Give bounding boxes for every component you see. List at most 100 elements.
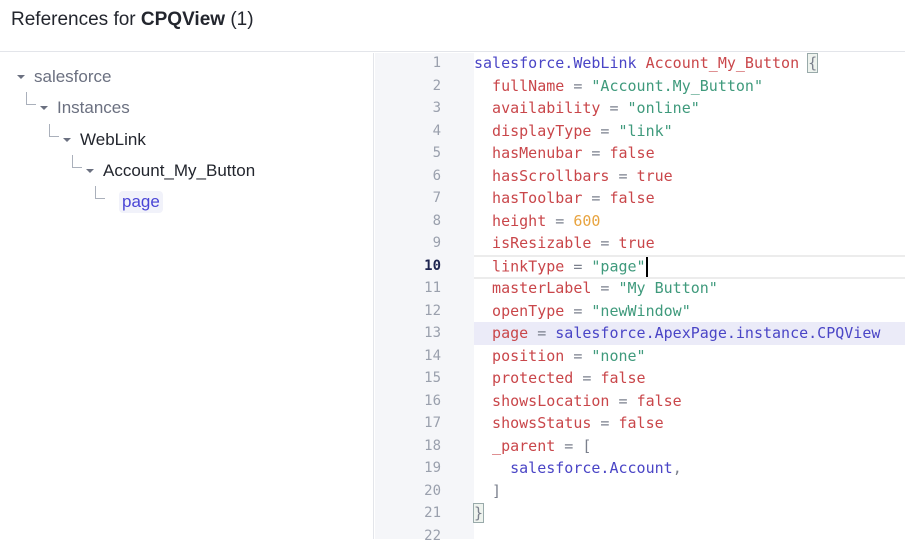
code-token-op: = — [564, 77, 591, 95]
code-text: fullName = "Account.My_Button" — [474, 75, 763, 98]
tree-node-salesforce[interactable]: salesforce — [17, 65, 111, 89]
tree-connector — [72, 155, 82, 168]
code-line[interactable]: 13 page = salesforce.ApexPage.instance.C… — [375, 322, 905, 345]
code-token-op: = — [555, 437, 582, 455]
code-text: protected = false — [474, 367, 646, 390]
code-line[interactable]: 19 salesforce.Account, — [375, 457, 905, 480]
code-token-bool: false — [619, 414, 664, 432]
code-line[interactable]: 22 — [375, 525, 905, 547]
code-token-prop: showsStatus — [474, 414, 591, 432]
tree-node-label: WebLink — [80, 130, 146, 150]
code-token-op: = — [564, 257, 591, 275]
code-token-prop: page — [474, 324, 528, 342]
code-text: height = 600 — [474, 210, 600, 233]
line-number: 2 — [375, 75, 441, 98]
code-token-prop: linkType — [474, 257, 564, 275]
code-line[interactable]: 7 hasToolbar = false — [375, 187, 905, 210]
code-text: } — [474, 502, 483, 525]
code-token-str: "newWindow" — [591, 302, 690, 320]
caret-down-icon[interactable] — [17, 75, 25, 79]
code-line[interactable]: 15 protected = false — [375, 367, 905, 390]
reference-count: (1) — [230, 9, 253, 30]
code-line[interactable]: 12 openType = "newWindow" — [375, 300, 905, 323]
line-number: 21 — [375, 502, 441, 525]
code-text: openType = "newWindow" — [474, 300, 691, 323]
code-token-op: = — [600, 99, 627, 117]
code-token-op: = — [528, 324, 555, 342]
code-line[interactable]: 4 displayType = "link" — [375, 120, 905, 143]
code-token-prop: isResizable — [474, 234, 591, 252]
tree-node-account-my-button[interactable]: Account_My_Button — [86, 159, 255, 183]
tree-node-weblink[interactable]: WebLink — [63, 128, 146, 152]
code-line[interactable]: 8 height = 600 — [375, 210, 905, 233]
code-token-op: = — [609, 392, 636, 410]
code-token-str: "link" — [619, 122, 673, 140]
code-token-prop: availability — [474, 99, 600, 117]
code-line[interactable]: 9 isResizable = true — [375, 232, 905, 255]
code-token-op: = — [564, 302, 591, 320]
code-line[interactable]: 14 position = "none" — [375, 345, 905, 368]
code-text: salesforce.Account, — [474, 457, 682, 480]
code-line[interactable]: 17 showsStatus = false — [375, 412, 905, 435]
caret-down-icon[interactable] — [63, 138, 71, 142]
code-text: salesforce.WebLink Account_My_Button { — [474, 52, 817, 75]
line-number: 12 — [375, 300, 441, 323]
caret-down-icon[interactable] — [40, 106, 48, 110]
tree-node-label: page — [119, 191, 163, 213]
code-line[interactable]: 10 linkType = "page" — [375, 255, 905, 278]
code-token-str: "Account.My_Button" — [591, 77, 763, 95]
line-number: 18 — [375, 435, 441, 458]
code-token-prop: masterLabel — [474, 279, 591, 297]
tree-node-label: salesforce — [34, 67, 111, 87]
code-token-bool: true — [619, 234, 655, 252]
code-text: showsStatus = false — [474, 412, 664, 435]
code-line[interactable]: 3 availability = "online" — [375, 97, 905, 120]
line-number: 20 — [375, 480, 441, 503]
title-prefix: References for — [11, 9, 141, 30]
code-line[interactable]: 11 masterLabel = "My Button" — [375, 277, 905, 300]
line-number: 10 — [375, 255, 441, 278]
code-line[interactable]: 16 showsLocation = false — [375, 390, 905, 413]
line-number: 17 — [375, 412, 441, 435]
code-text: isResizable = true — [474, 232, 655, 255]
caret-down-icon[interactable] — [86, 169, 94, 173]
code-token-punc: , — [673, 459, 682, 477]
text-cursor — [646, 257, 648, 277]
code-text: hasToolbar = false — [474, 187, 655, 210]
code-line[interactable]: 1 salesforce.WebLink Account_My_Button { — [375, 52, 905, 75]
line-number: 14 — [375, 345, 441, 368]
code-token-bool: false — [637, 392, 682, 410]
code-token-prop: position — [474, 347, 564, 365]
code-line[interactable]: 21} — [375, 502, 905, 525]
line-number: 1 — [375, 52, 441, 75]
code-token-prop: showsLocation — [474, 392, 609, 410]
references-header: References for CPQView (1) — [0, 0, 905, 52]
code-token-op: = — [582, 144, 609, 162]
code-text: displayType = "link" — [474, 120, 673, 143]
line-number: 15 — [375, 367, 441, 390]
code-line[interactable]: 5 hasMenubar = false — [375, 142, 905, 165]
code-token-str: "page" — [591, 257, 645, 275]
line-number: 3 — [375, 97, 441, 120]
code-text: hasMenubar = false — [474, 142, 655, 165]
code-token-brace: { — [808, 54, 817, 72]
line-number: 4 — [375, 120, 441, 143]
code-token-prop: fullName — [474, 77, 564, 95]
tree-node-page[interactable]: page — [119, 190, 163, 214]
code-text: position = "none" — [474, 345, 646, 368]
code-token-op: = — [591, 234, 618, 252]
code-text: linkType = "page" — [474, 255, 905, 279]
line-number: 16 — [375, 390, 441, 413]
code-token-str: "My Button" — [619, 279, 718, 297]
tree-node-instances[interactable]: Instances — [40, 96, 130, 120]
code-line[interactable]: 20 ] — [375, 480, 905, 503]
code-token-bool: false — [609, 189, 654, 207]
code-token-num: 600 — [573, 212, 600, 230]
code-line[interactable]: 2 fullName = "Account.My_Button" — [375, 75, 905, 98]
line-number: 6 — [375, 165, 441, 188]
code-line[interactable]: 18 _parent = [ — [375, 435, 905, 458]
code-token-type: salesforce.ApexPage.instance.CPQView — [555, 324, 880, 342]
line-number: 13 — [375, 322, 441, 345]
code-line[interactable]: 6 hasScrollbars = true — [375, 165, 905, 188]
